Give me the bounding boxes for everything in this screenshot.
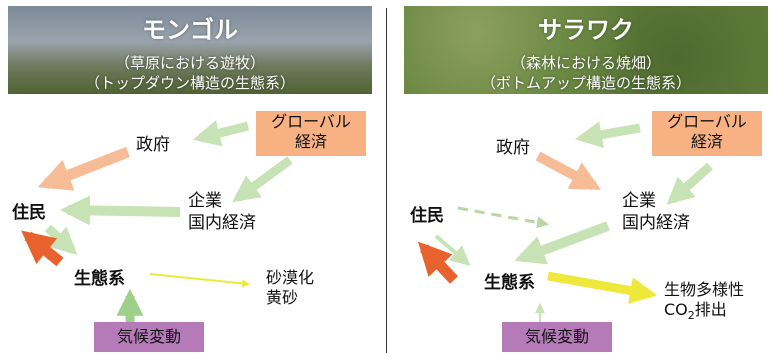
sarawak-climate-change-box: 気候変動 [502, 322, 612, 352]
arrow-residents-to-enterprise-dashed [457, 206, 549, 229]
co2-emission-label: CO2排出 [664, 300, 744, 326]
global-economy-line-2: 経済 [690, 132, 723, 151]
sarawak-title: サラワク [538, 16, 634, 44]
enterprise-line-2: 国内経済 [188, 213, 256, 233]
sarawak-subtitle-1: （森林における焼畑） [510, 54, 661, 72]
mongolia-global-economy-box: グローバル 経済 [256, 111, 366, 156]
co2-subscript: 2 [687, 309, 695, 323]
enterprise-line-1: 企業 [622, 191, 656, 211]
arrow-ecosystem-to-desertification [149, 273, 250, 288]
sarawak-global-economy-box: グローバル 経済 [652, 111, 762, 156]
mongolia-arrows [21, 120, 293, 322]
global-economy-line-1: グローバル [271, 112, 351, 131]
mongolia-title: モンゴル [142, 16, 238, 44]
sarawak-government: 政府 [496, 138, 530, 158]
sarawak-enterprise: 企業 国内経済 [622, 190, 690, 234]
sarawak-ecosystem: 生態系 [484, 273, 535, 293]
arrow-ecosystem-to-residents [21, 230, 64, 267]
arrow-government-to-residents [37, 146, 130, 191]
co2-prefix: CO [664, 300, 688, 319]
mongolia-climate-change-box: 気候変動 [94, 322, 204, 352]
arrow-ecosystem-to-residents [417, 241, 459, 284]
forest-photo [404, 6, 768, 94]
arrow-government-to-enterprise [535, 151, 602, 191]
mongolia-government: 政府 [136, 135, 170, 155]
sarawak-subtitle-2: （ボトムアップ構造の生態系） [480, 74, 691, 92]
biodiversity-label: 生物多様性 [664, 280, 745, 299]
mongolia-ecosystem: 生態系 [74, 269, 125, 289]
mongolia-residents: 住民 [12, 203, 46, 223]
enterprise-line-2: 国内経済 [622, 213, 690, 233]
mongolia-subtitle-1: （草原における遊牧） [114, 54, 265, 72]
arrow-global-to-enterprise [666, 162, 714, 205]
sarawak-panel: サラワク （森林における焼畑） （ボトムアップ構造の生態系） [396, 0, 774, 353]
sarawak-residents: 住民 [410, 206, 444, 226]
sarawak-effects: 生物多様性 CO2排出 [664, 280, 744, 326]
enterprise-line-1: 企業 [188, 191, 222, 211]
panel-divider [386, 8, 387, 353]
global-economy-line-2: 経済 [294, 132, 327, 151]
desertification-label: 砂漠化 [266, 268, 315, 287]
arrow-global-to-government [193, 120, 250, 147]
arrow-residents-to-ecosystem [44, 224, 78, 255]
yellow-sand-label: 黄砂 [266, 288, 299, 307]
grassland-photo [8, 6, 372, 94]
mongolia-effects: 砂漠化 黄砂 [266, 268, 314, 308]
global-economy-line-1: グローバル [667, 112, 747, 131]
mongolia-panel: モンゴル （草原における遊牧） （トップダウン構造の生態系） グローバル 経済 [0, 0, 378, 353]
arrow-ecosystem-to-biodiversity [547, 271, 658, 304]
sarawak-banner: サラワク （森林における焼畑） （ボトムアップ構造の生態系） [404, 6, 768, 94]
mongolia-enterprise: 企業 国内経済 [188, 190, 256, 234]
arrow-enterprise-to-ecosystem [514, 221, 610, 265]
co2-suffix: 排出 [694, 300, 727, 319]
arrow-global-to-government [574, 121, 641, 148]
arrow-global-to-enterprise [232, 156, 293, 203]
arrow-enterprise-to-residents [60, 195, 181, 226]
sarawak-arrows [417, 121, 714, 322]
mongolia-banner: モンゴル （草原における遊牧） （トップダウン構造の生態系） [8, 6, 372, 94]
mongolia-subtitle-2: （トップダウン構造の生態系） [84, 74, 295, 92]
